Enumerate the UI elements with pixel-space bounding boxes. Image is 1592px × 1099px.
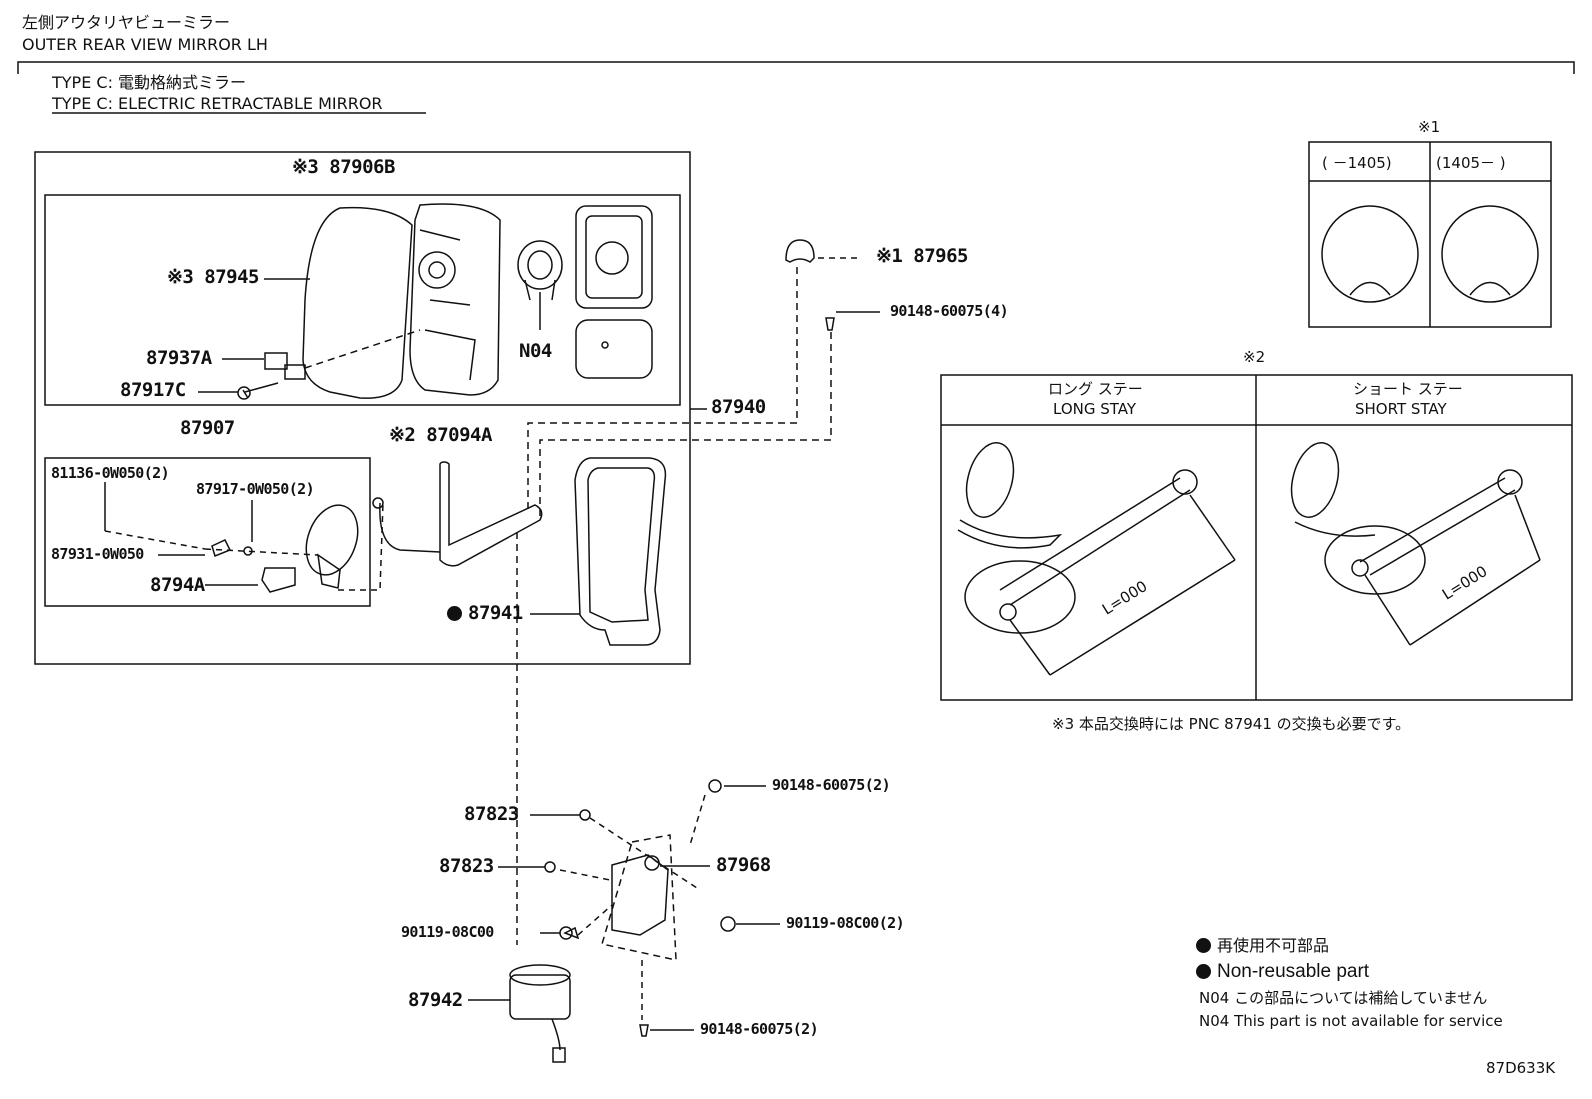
part-87941[interactable]: 87941 (447, 604, 523, 623)
part-87968[interactable]: 87968 (716, 854, 771, 876)
part-87823-a[interactable]: 87823 (464, 803, 519, 825)
mirror-frame-87941 (574, 457, 667, 646)
mirror-subassembly-box (44, 194, 681, 406)
title-en: OUTER REAR VIEW MIRROR LH (22, 35, 268, 54)
cover-shape (305, 504, 359, 576)
main-assembly-box (34, 151, 691, 665)
non-reusable-dot-icon (447, 606, 462, 621)
part-87965[interactable]: ※1 87965 (876, 245, 969, 267)
part-87941-label: 87941 (468, 602, 523, 624)
actuator-shape (517, 240, 563, 290)
legend-en: Non-reusable part (1196, 962, 1369, 981)
non-reusable-dot-icon (1196, 938, 1211, 953)
inset1-mark: ※1 (1418, 118, 1441, 136)
inset1-col1: ( －1405) (1322, 154, 1392, 172)
mirror-housing-shape (409, 203, 501, 396)
short-stay-en: SHORT STAY (1355, 400, 1447, 418)
title-jp: 左側アウタリヤビューミラー (22, 13, 231, 32)
non-reusable-dot-icon (1196, 964, 1211, 979)
part-90148-60075-2b[interactable]: 90148-60075(2) (700, 1020, 819, 1038)
part-90148-60075-4[interactable]: 90148-60075(4) (890, 302, 1009, 320)
part-87917-0W050[interactable]: 87917-0W050(2) (196, 480, 315, 498)
part-87937A[interactable]: 87937A (146, 347, 212, 369)
type-en: TYPE C: ELECTRIC RETRACTABLE MIRROR (52, 94, 383, 113)
part-87906B[interactable]: ※3 87906B (292, 156, 395, 178)
part-87942[interactable]: 87942 (408, 989, 463, 1011)
part-90119-08C00-2[interactable]: 90119-08C00(2) (786, 914, 905, 932)
inset1-ring-b (1441, 205, 1539, 303)
mirror-glass-shape (302, 206, 413, 399)
long-stay-jp: ロング ステー (1048, 380, 1143, 398)
short-stay-jp: ショート ステー (1353, 380, 1463, 398)
pivot-87968 (611, 854, 669, 936)
part-90119-08C00[interactable]: 90119-08C00 (401, 923, 494, 941)
part-87945[interactable]: ※3 87945 (167, 266, 260, 288)
washer-87823-a (579, 809, 591, 821)
part-87917C[interactable]: 87917C (120, 379, 186, 401)
legend-n04-jp: N04 この部品については補給していません (1199, 989, 1488, 1007)
stay-87094A-shape (439, 461, 543, 567)
part-N04[interactable]: N04 (519, 340, 552, 362)
part-87823-b[interactable]: 87823 (439, 855, 494, 877)
type-jp: TYPE C: 電動格納式ミラー (52, 73, 247, 92)
inset2-mark: ※2 (1243, 348, 1266, 366)
long-stay-en: LONG STAY (1053, 400, 1137, 418)
motor-87942 (509, 974, 571, 1020)
legend-jp: 再使用不可部品 (1196, 938, 1329, 954)
inset1-col2: (1405－ ) (1436, 154, 1506, 172)
frame-line (17, 61, 1575, 74)
legend-jp-label: 再使用不可部品 (1217, 936, 1330, 955)
washer-87823-b (544, 861, 556, 873)
mirror-plate-shape (575, 205, 653, 309)
part-87931[interactable]: 87931-0W050 (51, 545, 144, 563)
legend-n04-en: N04 This part is not available for servi… (1199, 1012, 1503, 1030)
part-87094A[interactable]: ※2 87094A (389, 424, 492, 446)
legend-en-label: Non-reusable part (1217, 961, 1370, 982)
cap-87965 (785, 239, 815, 263)
part-87907[interactable]: 87907 (180, 417, 235, 439)
part-8794A[interactable]: 8794A (150, 574, 205, 596)
screw-87917C (242, 382, 279, 399)
bracket-8794A (261, 567, 296, 593)
part-87940[interactable]: 87940 (711, 396, 766, 418)
inset1-ring-a (1321, 205, 1419, 303)
part-81136[interactable]: 81136-0W050(2) (51, 464, 170, 482)
part-90148-60075-2a[interactable]: 90148-60075(2) (772, 776, 891, 794)
diagram-code: 87D633K (1486, 1059, 1556, 1077)
note-3: ※3 本品交換時には PNC 87941 の交換も必要です。 (1052, 715, 1411, 733)
cover-subassembly-box (44, 457, 371, 607)
lower-mirror-plate (575, 319, 653, 379)
